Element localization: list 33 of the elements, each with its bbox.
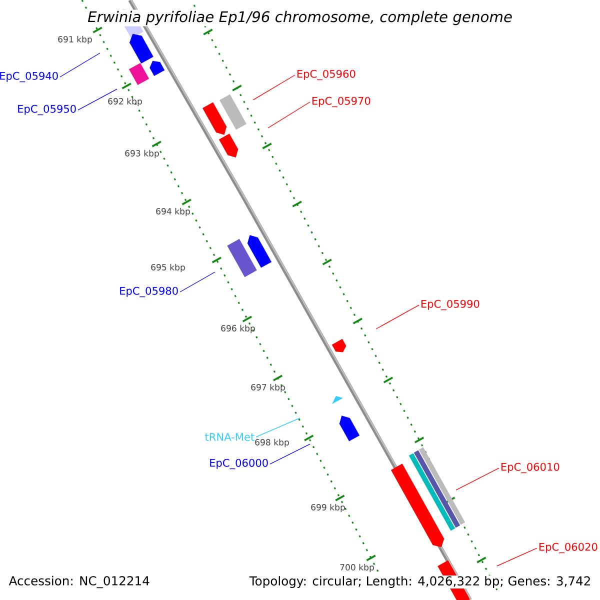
leader-line <box>78 88 118 110</box>
title: Erwinia pyrifoliae Ep1/96 chromosome, complete genome <box>86 10 514 26</box>
gene-label: EpC_06020 <box>539 542 598 554</box>
scale-label: 691 kbp <box>58 36 92 44</box>
leader-line <box>268 102 310 128</box>
leader-line <box>252 74 296 100</box>
scale-label: 700 kbp <box>340 564 374 572</box>
scale-label: 694 kbp <box>156 208 190 216</box>
gene-label: EpC_05960 <box>297 70 356 80</box>
gene-label: EpC_06000 <box>210 458 268 470</box>
scale-label: 693 kbp <box>125 150 159 158</box>
gene-label: EpC_06010 <box>501 462 560 474</box>
leader-line <box>60 52 100 78</box>
leader-line <box>180 272 216 292</box>
leader-line <box>456 468 500 490</box>
scale-label: 697 kbp <box>251 384 285 392</box>
gene-label: tRNA-Met <box>205 433 254 441</box>
scale-label: 695 kbp <box>151 264 185 272</box>
gene-label: EpC_05950 <box>18 104 76 116</box>
leader-line <box>496 548 538 566</box>
accession-label: Accession: NC_012214 <box>8 576 150 588</box>
gene-label: EpC_05940 <box>0 72 58 82</box>
leader-line <box>256 418 300 438</box>
gene-label: EpC_05990 <box>421 300 480 310</box>
leader-line <box>376 304 420 330</box>
scale-label: 699 kbp <box>311 504 345 512</box>
gene-label: EpC_05980 <box>120 286 178 298</box>
scale-label: 692 kbp <box>108 98 142 106</box>
topology-label: Topology: circular; Length: 4,026,322 bp; Genes: 3,742 <box>248 575 592 589</box>
leader-line <box>270 444 310 464</box>
scale-label: 696 kbp <box>221 324 255 334</box>
scale-label: 698 kbp <box>255 438 289 448</box>
gene-label: EpC_05970 <box>312 96 370 108</box>
